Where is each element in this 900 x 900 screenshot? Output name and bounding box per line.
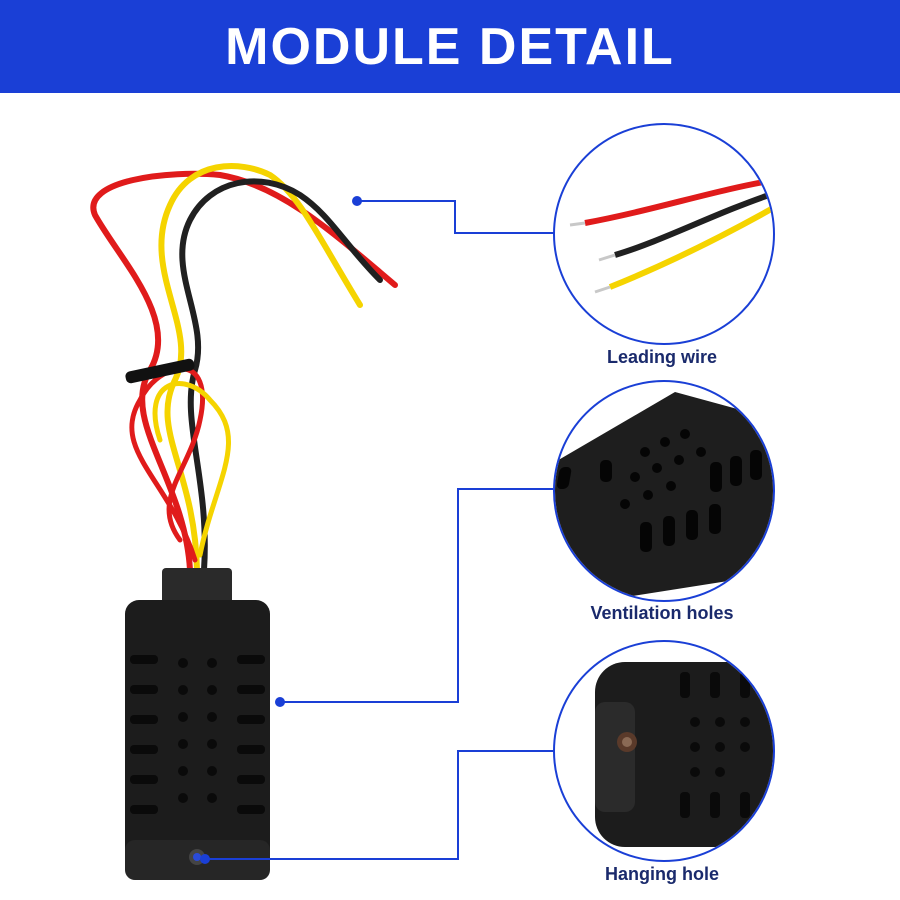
caption-hanging-hole: Hanging hole (605, 864, 719, 884)
caption-ventilation-holes: Ventilation holes (590, 603, 734, 623)
caption-leading-wire: Leading wire (606, 347, 718, 367)
title-banner: MODULE DETAIL (0, 0, 900, 93)
callout-leading-wire (553, 123, 775, 345)
leading-wire-closeup (569, 177, 773, 294)
lead-wires (90, 163, 398, 573)
callout-hanging-hole (553, 640, 775, 862)
hanging-hole-closeup (595, 662, 773, 847)
module-body (125, 568, 270, 880)
ventilation-holes-closeup (555, 392, 773, 600)
banner-title: MODULE DETAIL (225, 17, 675, 76)
callout-ventilation-holes (553, 380, 775, 602)
